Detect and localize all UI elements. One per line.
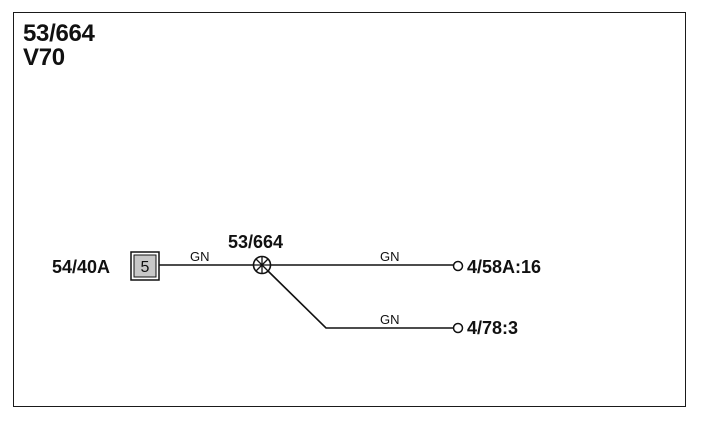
connector-pin-number: 5 — [141, 259, 150, 276]
source-connector-box: 5 — [130, 251, 160, 281]
wire-color-code-1: GN — [190, 249, 210, 264]
diagram-code-heading: 53/664 — [23, 20, 95, 47]
splice-label: 53/664 — [228, 232, 283, 252]
terminal-1-icon — [452, 260, 464, 272]
terminal-2-label: 4/78:3 — [467, 318, 518, 338]
terminal-2-icon — [452, 322, 464, 334]
wire-splice-terminal-2 — [267, 270, 453, 329]
wire-color-code-3: GN — [380, 312, 400, 327]
diagram-frame — [13, 12, 686, 407]
splice-icon — [252, 255, 272, 275]
source-connector-label: 54/40A — [52, 257, 110, 277]
terminal-1-label: 4/58A:16 — [467, 257, 541, 277]
vehicle-model-heading: V70 — [23, 44, 65, 71]
wire-color-code-2: GN — [380, 249, 400, 264]
connector-pin-fill — [133, 254, 157, 278]
